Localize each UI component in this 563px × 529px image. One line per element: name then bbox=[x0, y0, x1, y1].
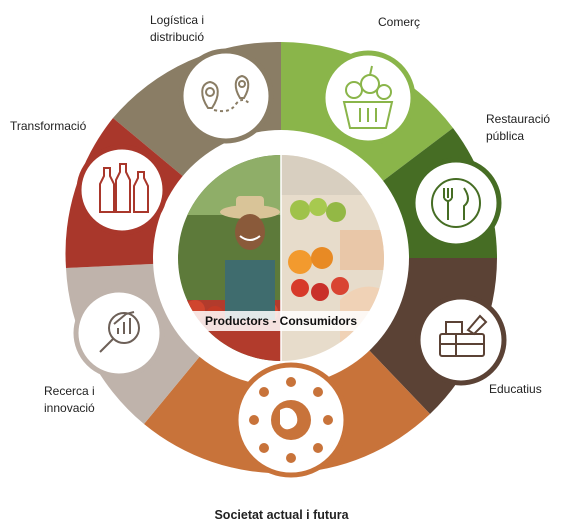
label-comerc: Comerç bbox=[378, 15, 421, 29]
plate-cutlery-icon bbox=[410, 157, 502, 249]
vegetable-basket-icon bbox=[320, 50, 416, 146]
label-transformacio: Transformació bbox=[10, 119, 87, 133]
people-around-globe-icon bbox=[233, 362, 349, 478]
label-societat: Societat actual i futura bbox=[214, 508, 349, 522]
bottles-icon bbox=[76, 144, 168, 236]
school-lunch-tray-icon bbox=[415, 294, 507, 386]
center-label: Productors - Consumidors bbox=[188, 311, 374, 331]
magnifier-growth-chart-icon bbox=[73, 287, 165, 379]
label-educatius: Educatius bbox=[489, 382, 542, 396]
map-route-icon bbox=[178, 48, 274, 144]
